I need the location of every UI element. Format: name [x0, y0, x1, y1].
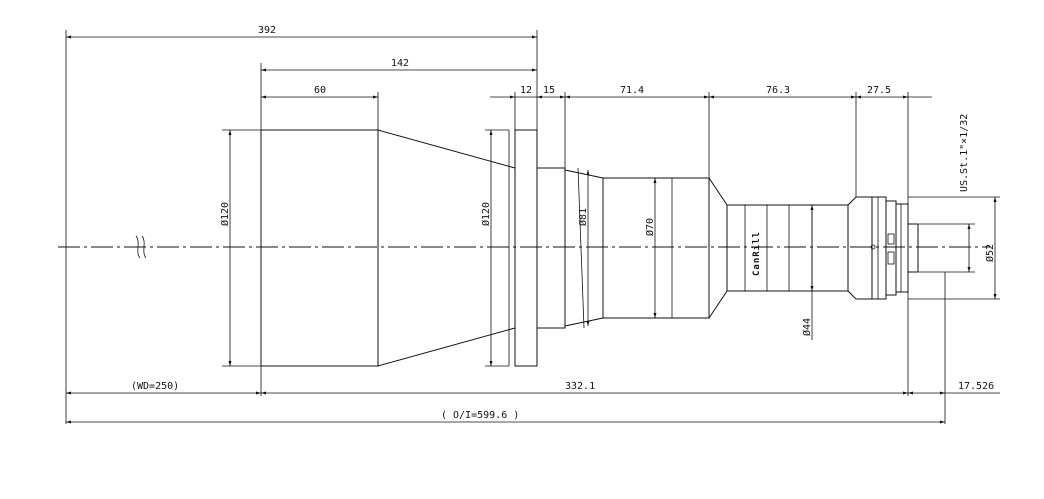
- front-barrel: [260, 129, 379, 367]
- dim-neck-width: 15: [543, 85, 555, 96]
- brand-band: [744, 204, 768, 292]
- taper-cone: [377, 129, 516, 367]
- brand-label: CanRill: [751, 231, 762, 276]
- dim-working-distance: (WD=250): [131, 381, 179, 392]
- dim-lens-length: 332.1: [565, 381, 595, 392]
- dim-mount-length: 27.5: [867, 85, 891, 96]
- flange: [514, 129, 538, 367]
- dim-front-barrel-length: 60: [314, 85, 326, 96]
- mid-barrel: [602, 177, 710, 319]
- dim-overall-length: 392: [258, 25, 276, 36]
- dim-thread-spec: US.St.1"×1/32: [959, 114, 970, 192]
- dim-front-diameter: Ø120: [219, 202, 231, 226]
- focus-ring: [871, 196, 887, 300]
- dim-flange-diameter: Ø120: [480, 202, 492, 226]
- dim-flange-width: 12: [520, 85, 532, 96]
- rear-lens-element: [907, 223, 919, 273]
- axis-break-symbol: [135, 235, 147, 259]
- dim-mount-diameter: Ø52: [984, 244, 996, 262]
- rear-barrel: [726, 204, 849, 292]
- dim-neck-diameter: Ø81: [577, 208, 589, 226]
- dim-mid-barrel-length: 71.4: [620, 85, 644, 96]
- dim-rear-barrel-length: 76.3: [766, 85, 790, 96]
- dim-object-to-image: ( O/I=599.6 ): [441, 410, 519, 421]
- neck: [536, 167, 566, 329]
- extension-lines: [65, 30, 1000, 424]
- dimension-lines: [66, 35, 1000, 424]
- dim-front-section-length: 142: [391, 58, 409, 69]
- dim-rear-diameter: Ø44: [801, 318, 813, 336]
- dim-mid-diameter: Ø70: [644, 218, 656, 236]
- mount-thread: [895, 203, 909, 293]
- dim-back-focus: 17.526: [958, 381, 994, 392]
- lens-body-outline: [260, 129, 919, 367]
